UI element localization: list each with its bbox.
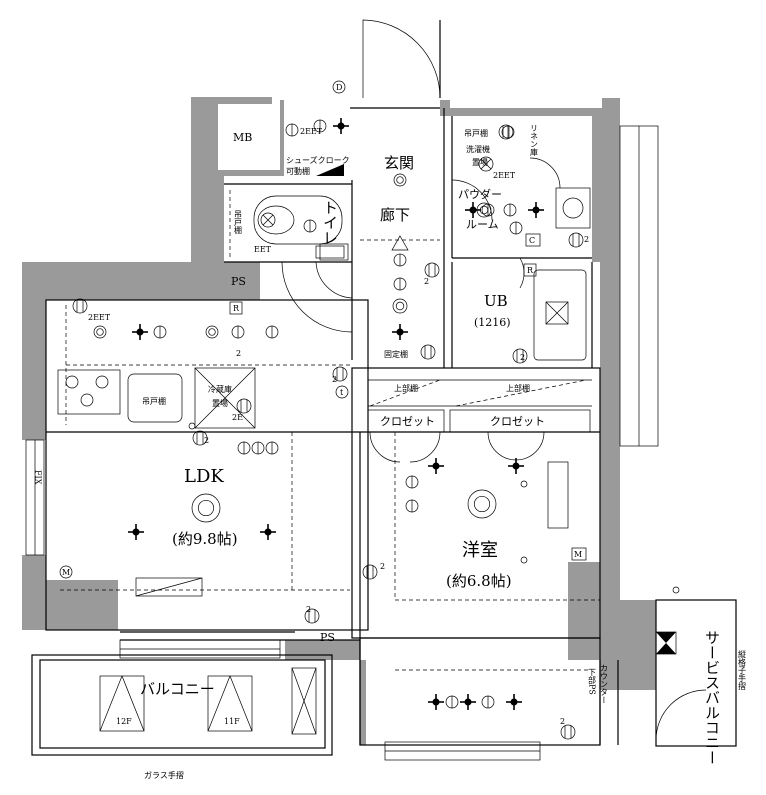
lower-ps-label: 下部PS — [588, 668, 597, 695]
sensor-icon — [391, 235, 409, 251]
t-symbol: t — [340, 388, 344, 397]
marker-icon — [188, 422, 196, 430]
sup2-g: 2 — [584, 235, 589, 244]
closet-1-label: クロゼット — [380, 415, 435, 428]
balcony-label: バルコニー — [140, 680, 215, 698]
d-symbol: D — [336, 83, 342, 92]
r-symbol-1: R — [233, 304, 240, 313]
dashed-lines — [60, 190, 600, 671]
switch-icon — [568, 232, 584, 248]
switch-icon — [332, 366, 348, 382]
corridor-label: 廊下 — [380, 206, 410, 224]
eet-label-2: 2EET — [493, 171, 516, 180]
entrance-label: 玄関 — [384, 154, 414, 172]
sup2-f: 2 — [560, 717, 565, 726]
eet-label-1: 2EET — [88, 313, 111, 322]
ceiling-light-icon — [191, 493, 221, 523]
closet-2-label: クロゼット — [490, 415, 545, 428]
c-symbol: C — [529, 236, 535, 245]
switch-icon — [236, 398, 252, 414]
washer-label: 洗濯機 — [466, 144, 490, 154]
fixtures — [57, 164, 677, 735]
switch-icon — [192, 430, 208, 446]
walls — [22, 97, 656, 745]
sup2-i: 2 — [520, 353, 525, 362]
labels: MB 玄関 シューズクローク 可動棚 トイレ 吊戸棚 廊下 パウダー ルーム 吊… — [34, 124, 747, 780]
marker-icon — [520, 480, 528, 488]
hanging-cabinet-label: 吊戸棚 — [234, 210, 243, 235]
linen-label: リネン庫 — [530, 124, 539, 157]
upper-shelf-2-label: 上部棚 — [506, 383, 530, 393]
ceiling-light-icon — [392, 298, 408, 314]
counter-label: カウンター — [600, 664, 609, 704]
service-balcony-label: サービスバルコニー — [703, 630, 721, 765]
sup2-b: 2 — [332, 375, 337, 384]
ceiling-light-icon — [467, 489, 497, 519]
eet-label-3: EET — [254, 245, 272, 254]
electrical-symbols — [72, 118, 680, 740]
windows — [25, 125, 659, 761]
m-symbol-2: M — [62, 568, 70, 577]
floor-11-label: 11F — [224, 717, 240, 726]
hanging-cabinet-3-label: 吊戸棚 — [142, 396, 166, 406]
switch-icon — [420, 344, 436, 360]
fridge-label-2: 置場 — [212, 398, 228, 408]
fixed-shelf-label: 固定棚 — [384, 349, 408, 359]
ps-bottom-label: PS — [320, 631, 335, 644]
fan-icon — [478, 156, 494, 172]
two-e-label: 2E — [232, 413, 243, 422]
western-size-label: (約6.8帖) — [446, 572, 512, 590]
shoe-closet-label: シューズクローク — [286, 155, 350, 165]
ldk-size-label: (約9.8帖) — [172, 530, 238, 548]
movable-shelf-label: 可動棚 — [286, 166, 310, 176]
ceiling-light-icon — [93, 325, 107, 339]
marker-icon — [672, 586, 680, 594]
marker-icon — [520, 556, 528, 564]
fan-icon — [260, 212, 276, 228]
glass-railing-label: ガラス手摺 — [144, 770, 184, 780]
powder-room-label-2: ルーム — [466, 218, 499, 231]
sup2-c: 2 — [204, 436, 209, 445]
switch-icon — [560, 724, 576, 740]
hanging-cabinet-2-label: 吊戸棚 — [464, 128, 488, 138]
outline-lines — [31, 107, 737, 756]
eet-label-4: 2EET — [300, 127, 323, 136]
switch-icon — [424, 262, 440, 278]
ps-top-label: PS — [231, 275, 246, 288]
vertical-railing-label: 縦格子手摺 — [738, 649, 747, 691]
mb-label: MB — [233, 131, 252, 144]
sup2-h: 2 — [236, 349, 241, 358]
symbol-labels: D R R C M M t 2EET 2EET EET 2E 2EET 2 2 … — [59, 80, 589, 726]
ub-size-label: (1216) — [474, 316, 511, 329]
ub-label: UB — [484, 292, 508, 310]
sup2-e: 2 — [306, 605, 311, 614]
ceiling-light-icon — [205, 325, 219, 339]
switch-icon — [304, 608, 320, 624]
doors — [281, 19, 707, 741]
toilet-label: トイレ — [321, 200, 339, 245]
ceiling-light-icon — [393, 173, 407, 187]
switch-icon — [362, 564, 378, 580]
upper-shelf-1-label: 上部棚 — [394, 383, 418, 393]
ldk-label: LDK — [184, 466, 224, 487]
sup2-a: 2 — [424, 277, 429, 286]
fridge-label-1: 冷蔵庫 — [208, 384, 232, 394]
ceiling-light-icon — [476, 202, 492, 218]
switch-icon — [72, 298, 88, 314]
washer-place-label: 置場 — [472, 157, 488, 167]
fix-label: FIX — [34, 470, 43, 485]
switch-icon — [512, 348, 528, 364]
floor-12-label: 12F — [116, 717, 132, 726]
r-symbol-2: R — [527, 266, 534, 275]
sup2-d: 2 — [380, 562, 385, 571]
switch-icon — [498, 124, 514, 140]
m-symbol-1: M — [574, 550, 582, 559]
powder-room-label-1: パウダー — [458, 187, 502, 201]
western-label: 洋室 — [462, 540, 498, 561]
